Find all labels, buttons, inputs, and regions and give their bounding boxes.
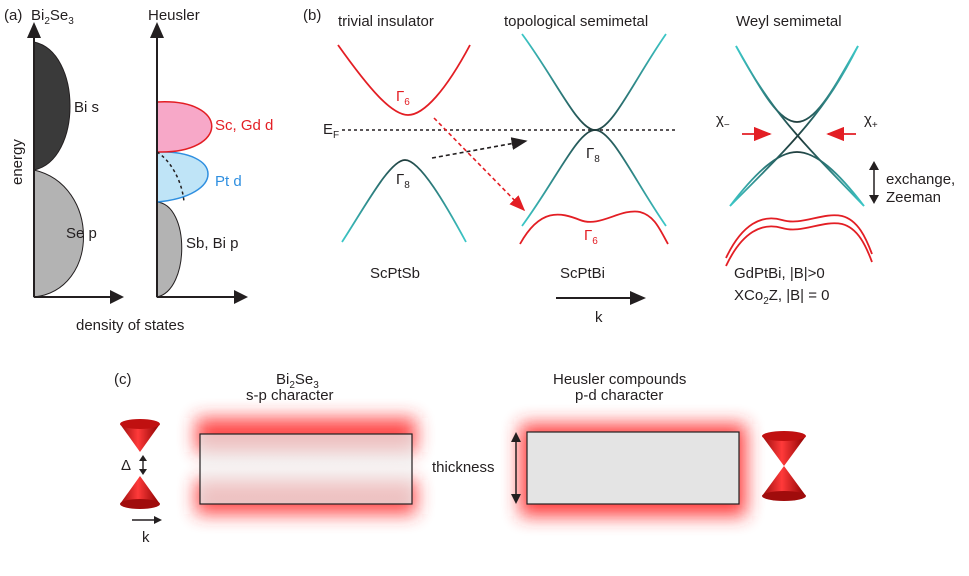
panel-b-label: (b) bbox=[303, 7, 321, 24]
fermi-label: EF bbox=[323, 121, 339, 141]
heusler-y-arrowhead bbox=[150, 22, 164, 38]
right-lower-cone-bottom bbox=[762, 491, 806, 501]
thickness-label: thickness bbox=[432, 459, 495, 476]
trivial-gamma8-label: Γ8 bbox=[396, 171, 410, 191]
k-label-b: k bbox=[595, 309, 603, 326]
weyl-compound-line1: GdPtBi, |B|>0 bbox=[734, 265, 825, 282]
se-p-band bbox=[33, 169, 84, 298]
title-trivial: trivial insulator bbox=[338, 13, 434, 30]
weyl-red-band-2 bbox=[725, 222, 873, 267]
topo-lower-band bbox=[521, 129, 667, 227]
panel-a: (a) Bi2Se3 Heusler Bi s Se p energy Sc, … bbox=[4, 7, 273, 334]
bise-title: Bi2Se3 bbox=[31, 7, 74, 27]
topo-upper-band bbox=[521, 33, 667, 131]
right-slab bbox=[526, 431, 740, 505]
trivial-valence-band bbox=[341, 159, 467, 243]
trivial-conduction-band bbox=[337, 44, 471, 116]
topo-gamma6-label: Γ6 bbox=[584, 227, 598, 247]
left-slab-title-1: Bi2Se3 bbox=[276, 371, 319, 391]
sc-gd-d-label: Sc, Gd d bbox=[215, 117, 273, 134]
upper-cone bbox=[120, 424, 160, 452]
chi-plus-label: χ+ bbox=[864, 111, 878, 131]
exchange-label-1: exchange, bbox=[886, 171, 955, 188]
heusler-dashed-curve bbox=[156, 151, 185, 203]
right-lower-cone bbox=[762, 466, 806, 496]
gap-arrowhead-top bbox=[139, 455, 147, 461]
exchange-arrowhead-top bbox=[869, 161, 879, 170]
gapped-dirac-cone: Δ k bbox=[120, 419, 162, 546]
weyl-red-band-1 bbox=[725, 214, 873, 259]
right-slab-title-2: p-d character bbox=[575, 387, 663, 404]
k-arrowhead-c bbox=[154, 516, 162, 524]
trivial-gamma6-label: Γ6 bbox=[396, 88, 410, 108]
weyl-upper-band bbox=[735, 45, 859, 123]
heusler-x-arrowhead bbox=[234, 290, 248, 304]
pt-d-label: Pt d bbox=[215, 173, 242, 190]
title-topological: topological semimetal bbox=[504, 13, 648, 30]
bise-y-arrowhead bbox=[27, 22, 41, 38]
weyl-cross-2 bbox=[729, 45, 859, 207]
energy-label: energy bbox=[9, 139, 26, 185]
gap-arrowhead-bottom bbox=[139, 469, 147, 475]
se-p-label: Se p bbox=[66, 225, 97, 242]
upper-cone-top bbox=[120, 419, 160, 429]
gapless-dirac-cone bbox=[762, 431, 806, 501]
panel-c-label: (c) bbox=[114, 371, 132, 388]
thickness-arrowhead-top bbox=[511, 432, 521, 442]
delta-label: Δ bbox=[121, 457, 131, 474]
k-label-c: k bbox=[142, 529, 150, 546]
bi-s-label: Bi s bbox=[74, 99, 99, 116]
panel-c: (c) Bi2Se3 s-p character Heusler compoun… bbox=[114, 371, 806, 546]
left-slab bbox=[199, 433, 413, 505]
chi-minus-label: χ− bbox=[716, 111, 730, 131]
panel-b: (b) trivial insulator topological semime… bbox=[303, 7, 955, 326]
compound-trivial: ScPtSb bbox=[370, 265, 420, 282]
sc-gd-d-band bbox=[156, 101, 213, 153]
gamma8-shift-arrow bbox=[431, 137, 528, 159]
topo-gamma8-label: Γ8 bbox=[586, 145, 600, 165]
right-upper-cone-top bbox=[762, 431, 806, 441]
lower-cone bbox=[120, 476, 160, 504]
heusler-title: Heusler bbox=[148, 7, 200, 24]
panel-a-label: (a) bbox=[4, 7, 22, 24]
gamma6-shift-arrow bbox=[433, 117, 526, 212]
weyl-cross-1 bbox=[735, 45, 865, 207]
k-axis-arrowhead bbox=[630, 291, 646, 305]
exchange-arrowhead-bottom bbox=[869, 195, 879, 204]
title-weyl: Weyl semimetal bbox=[736, 13, 842, 30]
bi-s-band bbox=[33, 41, 71, 171]
compound-topo: ScPtBi bbox=[560, 265, 605, 282]
weyl-lower-band bbox=[729, 151, 865, 207]
weyl-compound-line2: XCo2Z, |B| = 0 bbox=[734, 287, 829, 307]
sb-bi-p-band bbox=[156, 201, 183, 298]
bise-x-arrowhead bbox=[110, 290, 124, 304]
right-upper-cone bbox=[762, 436, 806, 466]
topo-gamma6-band bbox=[519, 210, 669, 245]
dos-xlabel: density of states bbox=[76, 317, 184, 334]
lower-cone-bottom bbox=[120, 499, 160, 509]
right-slab-title-1: Heusler compounds bbox=[553, 371, 686, 388]
sb-bi-p-label: Sb, Bi p bbox=[186, 235, 239, 252]
exchange-label-2: Zeeman bbox=[886, 189, 941, 206]
thickness-arrowhead-bottom bbox=[511, 494, 521, 504]
left-slab-title-2: s-p character bbox=[246, 387, 334, 404]
